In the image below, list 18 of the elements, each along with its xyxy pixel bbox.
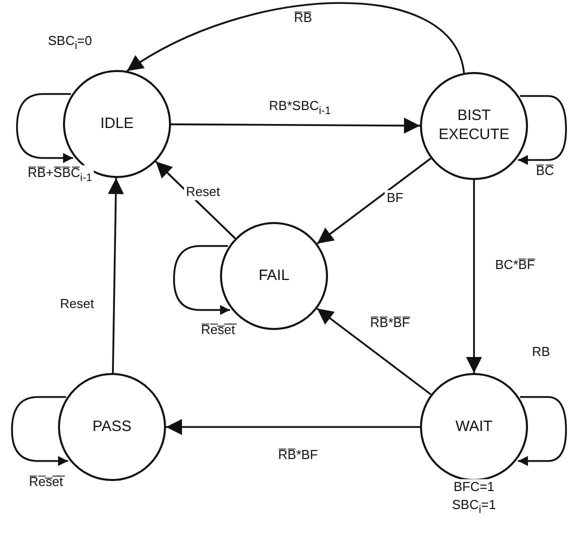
transition-arrow (171, 118, 420, 134)
transition-arrow (316, 308, 432, 396)
transition-arrow (466, 180, 482, 373)
state-name: BIST EXECUTE (438, 107, 510, 145)
transition-arrow (108, 178, 124, 374)
state-name: PASS (92, 418, 132, 436)
transition-arrow (126, 2, 465, 74)
transition-arrow (166, 419, 420, 435)
state-name: WAIT (456, 418, 492, 436)
self-loop-arrow (518, 396, 567, 466)
self-loop-arrow (518, 95, 567, 165)
self-loop-arrow (16, 93, 74, 163)
state-name: FAIL (258, 266, 290, 286)
state-name: IDLE (100, 114, 134, 134)
self-loop-arrow (173, 245, 230, 315)
transition-arrow (316, 158, 432, 244)
self-loop-arrow (11, 396, 68, 466)
edge-label: Reset (184, 184, 222, 200)
